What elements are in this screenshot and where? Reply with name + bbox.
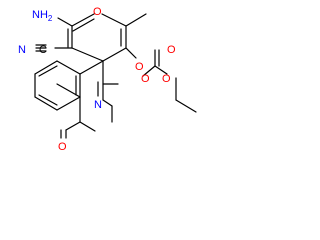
nitrile-carbon-label: C <box>39 44 47 56</box>
bond <box>56 60 81 75</box>
bond <box>57 17 73 27</box>
amino-group-label: NH2 <box>32 9 53 23</box>
bond <box>71 13 95 27</box>
bond <box>56 96 81 111</box>
bond <box>79 60 104 75</box>
pyran-oxygen-label: O <box>93 6 102 18</box>
bond <box>72 18 95 32</box>
lactam-carbonyl-oxygen-label: O <box>141 73 150 85</box>
carbonyl-oxygen-label: O <box>167 44 176 56</box>
bond <box>34 96 58 111</box>
bond <box>125 13 147 27</box>
lactam-oxygen-label: O <box>58 141 67 153</box>
lactam-nitrogen-label: N <box>94 99 102 111</box>
bond <box>38 94 58 106</box>
bond <box>71 47 104 62</box>
carbonate-oxygen-label: O <box>135 61 144 73</box>
bond <box>34 60 58 75</box>
bond <box>38 65 58 77</box>
bond <box>102 99 113 107</box>
bond <box>154 65 168 75</box>
ester-oxygen-label: O <box>162 73 171 85</box>
bond <box>125 47 137 59</box>
bond <box>65 121 81 131</box>
bond <box>142 65 156 77</box>
bond <box>102 47 127 62</box>
nitrile-nitrogen-label: N <box>18 44 26 56</box>
bond <box>79 121 96 132</box>
bond <box>175 99 197 113</box>
molecule-structure: NH2 O N C O O O O N O <box>18 6 197 153</box>
bond <box>101 13 127 27</box>
